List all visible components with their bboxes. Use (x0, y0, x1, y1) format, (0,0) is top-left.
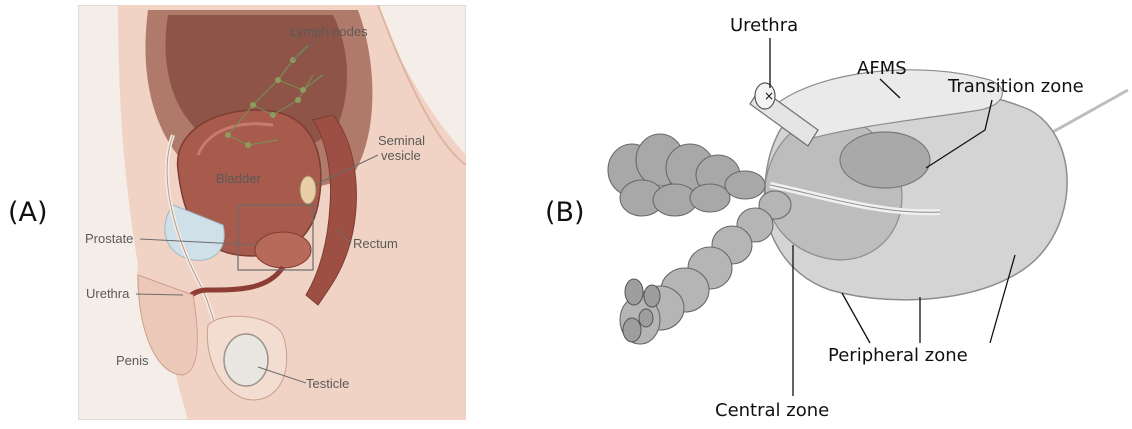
panel-a-sagittal-illustration: Lymph nodes Seminal vesicle Bladder Pros… (78, 5, 466, 420)
transition-zone-shape (840, 132, 930, 188)
label-urethra-b: Urethra (730, 15, 798, 36)
label-testicle: Testicle (306, 376, 349, 391)
urethra-marker: × (764, 89, 774, 103)
leader-peripheral-1 (842, 293, 870, 343)
sagittal-anatomy-svg: Lymph nodes Seminal vesicle Bladder Pros… (78, 5, 466, 420)
label-urethra: Urethra (86, 286, 130, 301)
label-transition-zone: Transition zone (947, 76, 1084, 97)
label-central-zone: Central zone (715, 400, 829, 421)
prostate-zones-svg: Urethra × AFMS Transition zone Periphera… (560, 0, 1132, 425)
testicle-organ (224, 334, 268, 386)
label-vesicle: vesicle (381, 148, 421, 163)
label-lymph-nodes: Lymph nodes (290, 24, 368, 39)
panel-a-letter: (A) (8, 197, 48, 228)
label-seminal: Seminal (378, 133, 425, 148)
seminal-vesicle-organ (300, 176, 316, 204)
label-prostate: Prostate (85, 231, 133, 246)
prostate-organ (255, 232, 311, 268)
label-afms: AFMS (857, 58, 907, 79)
panel-b-prostate-zones: Urethra × AFMS Transition zone Periphera… (560, 0, 1132, 425)
label-rectum: Rectum (353, 236, 398, 251)
label-peripheral-zone: Peripheral zone (828, 345, 968, 366)
upper-seminal-vesicle (608, 134, 765, 216)
label-bladder: Bladder (216, 171, 261, 186)
label-penis: Penis (116, 353, 149, 368)
